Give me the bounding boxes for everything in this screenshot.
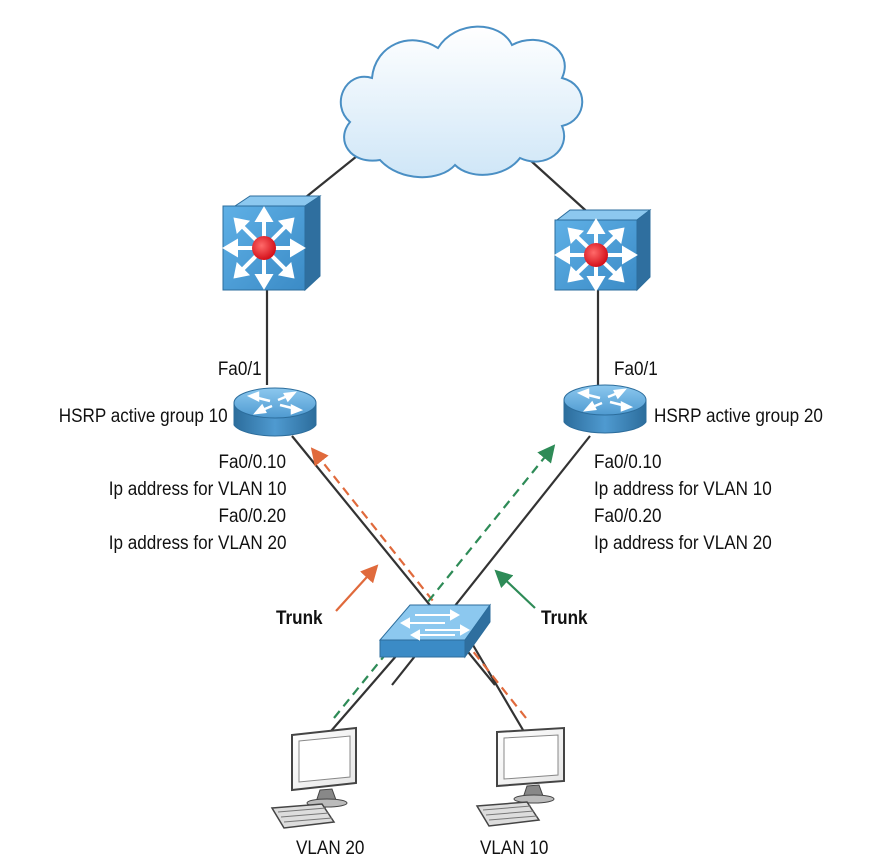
multilayer-switch-icon (222, 195, 322, 292)
pc-right-vlan-label: VLAN 10 (480, 838, 549, 859)
router-icon (563, 384, 647, 434)
link-cloud-right-switch (529, 159, 595, 219)
trunk-arrow-left (335, 564, 379, 612)
cloud-icon (339, 25, 584, 179)
router-icon (233, 387, 317, 437)
right-router-sub2-label: Fa0/0.20 (594, 506, 662, 527)
link-switch-pc-right (469, 639, 524, 731)
right-router-sub1-ip-label: Ip address for VLAN 10 (594, 479, 772, 500)
left-router-hsrp-label: HSRP active group 10 (59, 406, 228, 427)
left-router-fa01-label: Fa0/1 (218, 359, 262, 380)
trunk-left-label: Trunk (276, 608, 323, 629)
left-router-sub2-label: Fa0/0.20 (218, 506, 287, 527)
trunk-arrows (335, 564, 536, 612)
left-router-sub2-ip-label: Ip address for VLAN 20 (108, 533, 286, 554)
left-router-sub1-label: Fa0/0.10 (218, 452, 287, 473)
switch-icon (378, 603, 491, 659)
hsrp-paths (310, 444, 556, 719)
right-router-sub2-ip-label: Ip address for VLAN 20 (594, 533, 772, 554)
pc-icon (475, 726, 565, 827)
multilayer-switch-icon (554, 208, 652, 292)
trunk-right-label: Trunk (541, 608, 588, 629)
trunk-arrow-right (494, 569, 536, 609)
left-router-sub1-ip-label: Ip address for VLAN 10 (108, 479, 286, 500)
pc-left-vlan-label: VLAN 20 (296, 838, 365, 859)
vlan10-path-red (310, 447, 527, 719)
right-router-sub1-label: Fa0/0.10 (594, 452, 662, 473)
right-router-hsrp-label: HSRP active group 20 (654, 406, 823, 427)
right-router-fa01-label: Fa0/1 (614, 359, 658, 380)
pc-icon (270, 726, 357, 829)
vlan20-path-green (333, 444, 556, 719)
